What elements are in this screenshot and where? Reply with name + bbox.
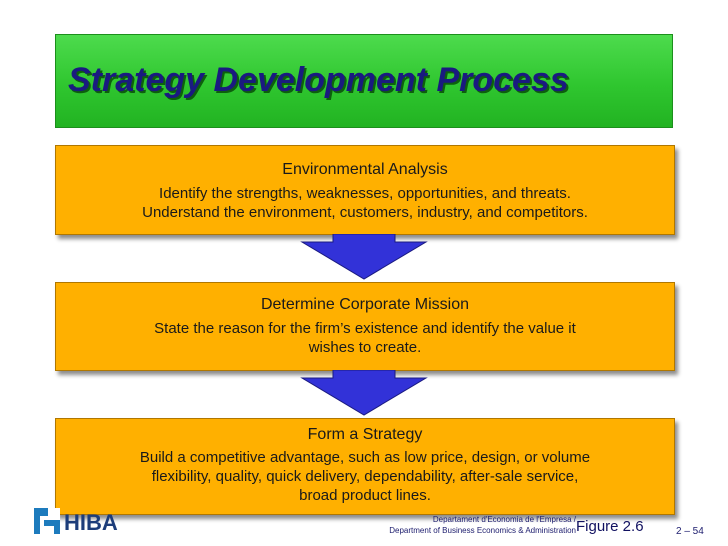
step-description-line: wishes to create. [308,339,422,356]
step-form-strategy: Form a Strategy Build a competitive adva… [55,418,675,515]
step-description-line: Understand the environment, customers, i… [142,204,588,221]
step-description-line: State the reason for the firm’s existenc… [154,320,576,337]
step-heading: Environmental Analysis [282,161,448,178]
step-description: Build a competitive advantage, such as l… [56,448,674,505]
step-heading: Form a Strategy [307,426,423,443]
slide-title: Strategy Development Process [68,61,569,99]
department-catalan: Departament d'Economia de l'Empresa / [432,515,576,524]
step-heading: Determine Corporate Mission [260,296,470,313]
step-description-line: flexibility, quality, quick delivery, de… [151,468,579,485]
figure-label: Figure 2.6 [576,518,644,535]
step-description-line: broad product lines. [299,487,431,504]
department-credit: Departament d'Economia de l'Empresa / De… [350,514,576,536]
title-banner: Strategy Development Process [55,34,673,128]
step-description-line: Identify the strengths, weaknesses, oppo… [159,185,571,202]
step-environmental-analysis: Environmental Analysis Identify the stre… [55,145,675,235]
department-english: Department of Business Economics & Admin… [389,526,576,535]
page-number: 2 – 54 [676,526,704,537]
hiba-logo: HIBA [34,508,118,535]
down-arrow-icon [300,370,428,416]
step-description-line: Build a competitive advantage, such as l… [139,449,591,466]
step-description: State the reason for the firm’s existenc… [56,319,674,357]
step-description: Identify the strengths, weaknesses, oppo… [56,184,674,222]
logo-text: HIBA [64,510,118,535]
down-arrow-icon [300,234,428,280]
step-corporate-mission: Determine Corporate Mission State the re… [55,282,675,371]
